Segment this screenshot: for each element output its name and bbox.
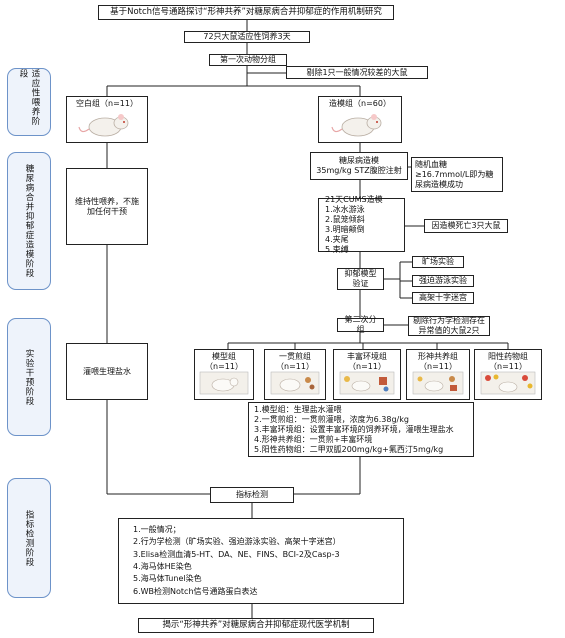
remove-one-rat-box: 剔除1只一般情况较差的大鼠 (286, 66, 428, 79)
cums-item: 5.束缚 (325, 245, 349, 254)
model-group-label: 造模组（n=60） (329, 99, 391, 108)
blank-group-box: 空白组（n=11） (66, 96, 148, 143)
group-description-box: 1.模型组：生理盐水灌喂 2.一贯煎组：一贯煎灌喂，浓度为6.38g/kg 3.… (248, 402, 474, 457)
blood-glucose-line-3: 尿病造模成功 (415, 179, 463, 189)
saline-feeding-box: 灌喂生理盐水 (66, 343, 148, 400)
remove-two-rats-box: 剔除行为学检测存在 异常值的大鼠2只 (408, 316, 490, 336)
group-description-item: 5.阳性药物组：二甲双胍200mg/kg+氟西汀5mg/kg (254, 444, 444, 454)
cums-item: 4.夹尾 (325, 235, 349, 244)
diabetes-model-dose: 35mg/kg STZ腹腔注射 (316, 166, 402, 175)
group-name: 模型组 (212, 352, 236, 361)
indicator-item: 6.WB检测Notch信号通路蛋白表达 (133, 586, 258, 596)
group-name: 丰富环境组 (347, 352, 387, 361)
group-count: （n=11） (276, 361, 314, 371)
group-enriched-environment: 丰富环境组 （n=11） (333, 349, 401, 400)
group-count: （n=11） (205, 361, 243, 371)
rat-cage-icon (199, 371, 249, 395)
group-yiguanjian: 一贯煎组 （n=11） (264, 349, 326, 400)
group-count: （n=11） (419, 361, 457, 371)
rat-pills-icon (480, 371, 536, 395)
model-group-box: 造模组（n=60） (318, 96, 402, 143)
stage-detection: 指标检测阶段 (7, 478, 51, 598)
indicator-item: 1.一般情况； (133, 524, 181, 534)
stage-intervention: 实验干预阶段 (7, 318, 51, 436)
open-field-test-box: 旷场实验 (412, 256, 464, 268)
conclusion-box: 揭示“形神共养”对糖尿病合并抑郁症现代医学机制 (138, 618, 374, 633)
cums-item: 3.明暗颠倒 (325, 225, 365, 234)
maintain-feeding-box: 维持性喂养，不施加任何干预 (66, 168, 148, 245)
diagram-title: 基于Notch信号通路探讨“形神共养”对糖尿病合并抑郁症的作用机制研究 (98, 5, 394, 20)
group-description-item: 4.形神共养组：一贯煎+丰富环境 (254, 434, 373, 444)
group-description-item: 2.一贯煎组：一贯煎灌喂，浓度为6.38g/kg (254, 414, 409, 424)
death-note-box: 因造模死亡3只大鼠 (424, 219, 508, 233)
group-positive-drug: 阳性药物组 （n=11） (474, 349, 542, 400)
remove-two-line-2: 异常值的大鼠2只 (418, 326, 480, 335)
group-model: 模型组 （n=11） (194, 349, 254, 400)
cums-model-box: 21天CUMS造模 1.冰水游泳 2.鼠笼倾斜 3.明暗颠倒 4.夹尾 5.束缚 (318, 195, 405, 254)
rat-herb-icon (270, 371, 320, 395)
diabetes-model-box: 糖尿病造模 35mg/kg STZ腹腔注射 (310, 152, 408, 180)
group-count: （n=11） (348, 361, 386, 371)
rat-icon (78, 113, 129, 136)
second-grouping-box: 第二次分组 (337, 315, 384, 334)
rat-toys-icon (339, 371, 395, 395)
forced-swim-test-box: 强迫游泳实验 (412, 275, 474, 287)
indicator-list-box: 1.一般情况； 2.行为学检测（旷场实验、强迫游泳实验、高架十字迷宫） 3.El… (118, 518, 404, 604)
diabetes-model-title: 糖尿病造模 (339, 156, 379, 165)
depression-verify-line-1: 抑郁模型 (344, 269, 377, 278)
depression-verify-box: 抑郁模型 验证 (337, 268, 384, 290)
blood-glucose-line-1: 随机血糖 (415, 159, 447, 169)
first-grouping-box: 第一次动物分组 (209, 54, 287, 66)
rat-herb-toys-icon (412, 371, 464, 395)
group-count: （n=11） (489, 361, 527, 371)
rats-72-box: 72只大鼠适应性饲养3天 (184, 31, 310, 43)
elevated-maze-test-box: 高架十字迷宫 (412, 292, 474, 304)
indicator-item: 4.海马体HE染色 (133, 562, 192, 571)
stage-modeling: 糖尿病合并抑郁症造模阶段 (7, 152, 51, 290)
group-name: 一贯煎组 (279, 352, 311, 361)
indicator-item: 3.Elisa检测血清5-HT、DA、NE、FINS、BCI-2及Casp-3 (133, 549, 340, 559)
remove-two-line-1: 剔除行为学检测存在 (413, 316, 485, 325)
cums-item: 1.冰水游泳 (325, 205, 365, 214)
cums-title: 21天CUMS造模 (325, 195, 383, 204)
indicator-item: 5.海马体Tunel染色 (133, 574, 202, 584)
cums-item: 2.鼠笼倾斜 (325, 215, 365, 224)
indicator-item: 2.行为学检测（旷场实验、强迫游泳实验、高架十字迷宫） (133, 537, 341, 547)
stage-adaptive: 适应性喂养阶段 (7, 68, 51, 136)
rat-icon (331, 113, 382, 136)
group-description-item: 3.丰富环境组：设置丰富环境的饲养环境，灌喂生理盐水 (254, 424, 454, 434)
group-name: 阳性药物组 (488, 352, 528, 361)
indicator-detection-box: 指标检测 (210, 487, 294, 503)
group-xingshen-gongyang: 形神共养组 （n=11） (406, 349, 470, 400)
blank-group-label: 空白组（n=11） (76, 99, 138, 108)
blood-glucose-box: 随机血糖 ≥16.7mmol/L即为糖 尿病造模成功 (411, 157, 503, 192)
blood-glucose-line-2: ≥16.7mmol/L即为糖 (415, 169, 494, 179)
depression-verify-line-2: 验证 (352, 279, 369, 288)
group-name: 形神共养组 (418, 352, 458, 361)
group-description-item: 1.模型组：生理盐水灌喂 (254, 404, 342, 414)
